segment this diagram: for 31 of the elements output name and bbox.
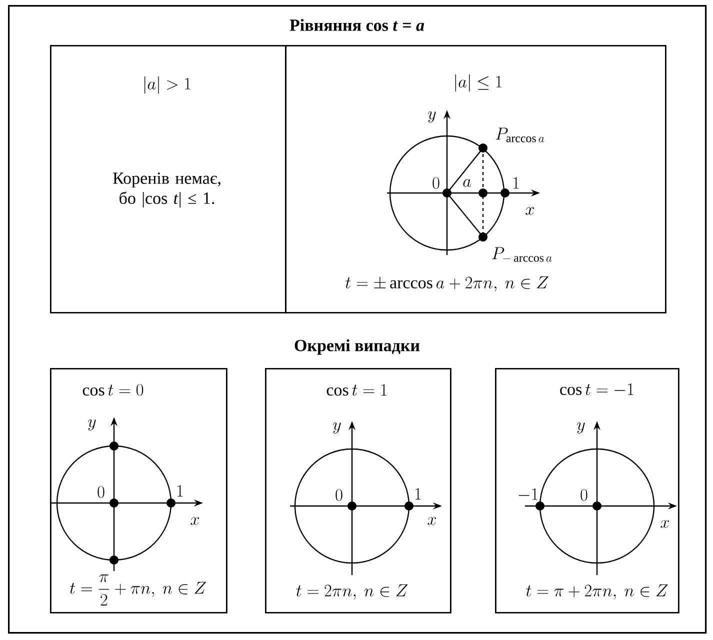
case-heading: $|a| \le 1$ <box>455 74 502 92</box>
axis-label: $x$ <box>190 517 200 525</box>
title: Рівняння cos t = a <box>290 19 424 31</box>
point-label: $1$ <box>416 488 421 500</box>
point-label: $0$ <box>98 486 104 498</box>
case-heading: $|a| > 1$ <box>144 76 190 94</box>
section-heading: Окремі випадки <box>294 339 420 355</box>
axis-label: $y$ <box>428 111 436 123</box>
explanation-text: Коренів немає, бо |cos t| ≤ 1. <box>113 172 220 208</box>
point-label: $-1$ <box>518 488 538 500</box>
axis-label: $y$ <box>577 422 585 434</box>
point-label: $a$ <box>463 179 471 187</box>
case-heading: $\cos t = 1$ <box>326 384 386 396</box>
solution-formula: $t = \pm\arccos a + 2\pi n,\ n \in Z$ <box>345 276 548 292</box>
point-label: $P_{\arccos a}$ <box>496 128 544 142</box>
point-label: $0$ <box>336 489 342 501</box>
point-label: $1$ <box>178 485 183 497</box>
solution-formula: $t = 2\pi n,\ n \in Z$ <box>296 584 408 600</box>
point-label: $0$ <box>580 489 588 501</box>
axis-label: $x$ <box>660 520 670 528</box>
axis-label: $x$ <box>526 207 534 215</box>
point-label: $1$ <box>514 177 519 189</box>
point-label: $0$ <box>432 177 440 189</box>
case-heading: $\cos t = -1$ <box>560 383 634 396</box>
axis-label: $y$ <box>333 422 341 434</box>
solution-formula: $t = \pi + 2\pi n,\ n \in Z$ <box>526 584 668 600</box>
axis-label: $x$ <box>428 517 436 525</box>
solution-formula: $t = \dfrac{\pi}{2} + \pi n,\ n \in Z$ <box>70 574 206 606</box>
axis-label: $y$ <box>88 419 96 431</box>
case-heading: $\cos t = 0$ <box>82 384 144 396</box>
point-label: $P_{-\arccos a}$ <box>492 247 552 262</box>
